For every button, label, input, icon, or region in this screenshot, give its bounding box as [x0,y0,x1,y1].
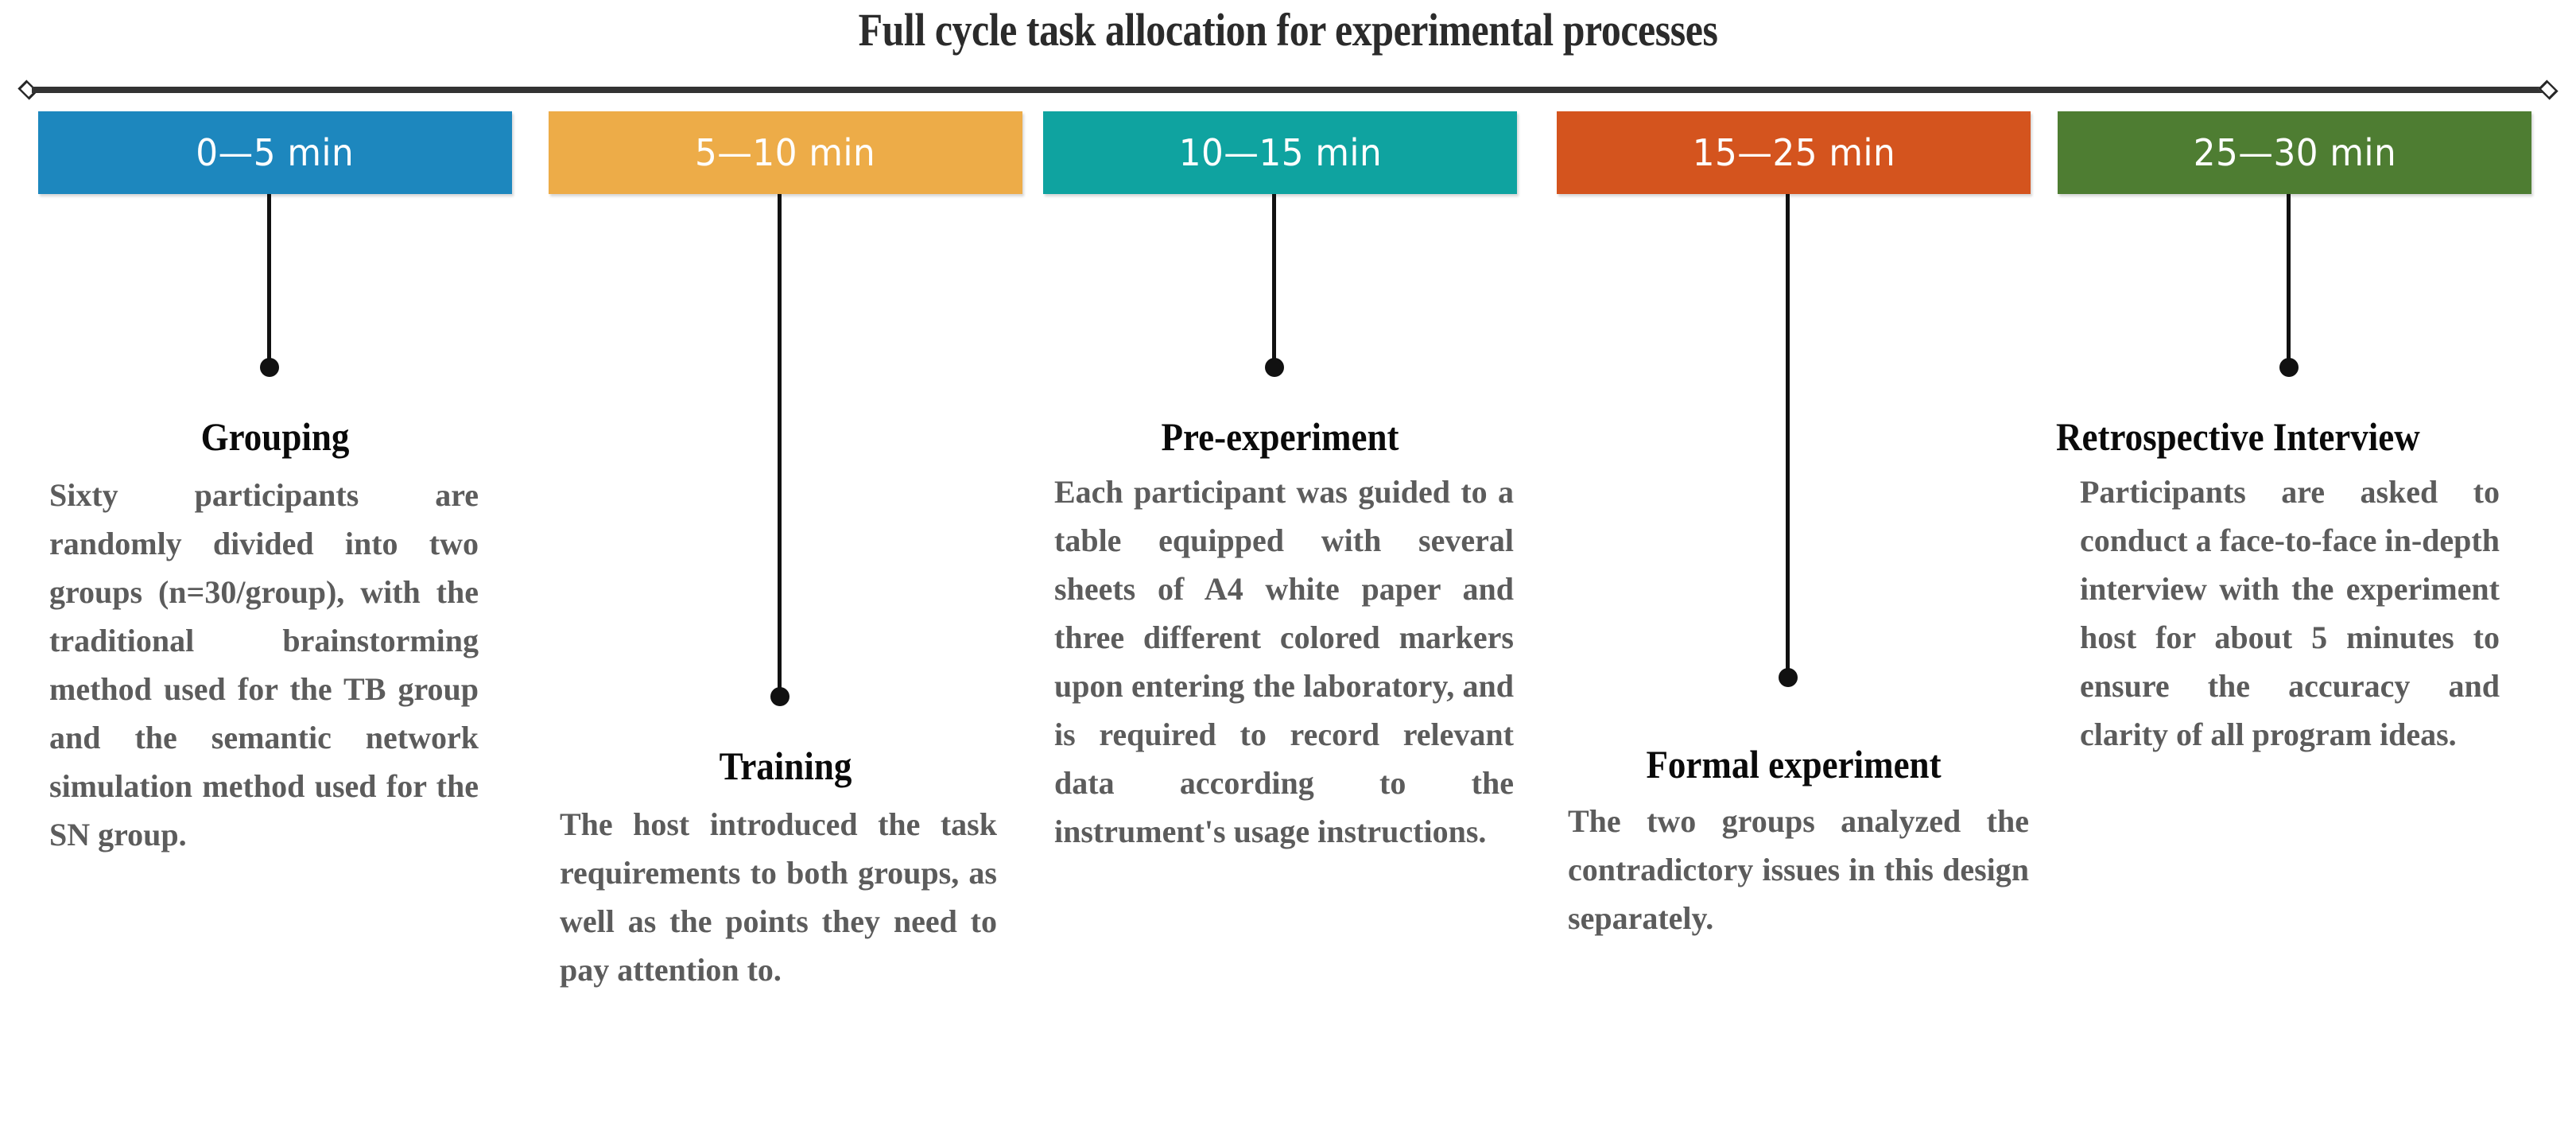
phase-time-label-5: 25—30 min [2193,131,2396,174]
phase-bar-3[interactable]: 10—15 min [1043,111,1517,194]
phase-dot-1 [260,358,279,377]
phase-heading-5: Retrospective Interview [2056,414,2420,459]
phase-body-1: Sixty participants are randomly divided … [49,477,479,852]
phase-body-2: The host introduced the task requirement… [560,806,997,988]
phase-time-label-3: 10—15 min [1178,131,1382,174]
axis-line [32,87,2544,93]
timeline-axis [14,80,2562,100]
phase-bar-4[interactable]: 15—25 min [1557,111,2031,194]
phase-column-1: 0—5 min Grouping Sixty participants are … [38,111,512,852]
page-title: Full cycle task allocation for experimen… [858,4,1718,56]
phase-column-2: 5—10 min Training The host introduced th… [549,111,1022,988]
phase-heading-1: Grouping [200,414,350,459]
phase-time-label-4: 15—25 min [1692,131,1895,174]
phase-time-label-2: 5—10 min [695,131,876,174]
phase-bar-5[interactable]: 25—30 min [2058,111,2531,194]
phase-column-4: 15—25 min Formal experiment The two grou… [1557,111,2031,936]
phase-dot-3 [1265,358,1284,377]
phase-columns: 0—5 min Grouping Sixty participants are … [0,111,2576,1134]
phase-dot-4 [1779,668,1798,687]
phase-dot-2 [770,687,789,706]
phase-body-3: Each participant was guided to a table e… [1054,474,1514,849]
axis-right-diamond-icon [2538,80,2559,100]
phase-bar-2[interactable]: 5—10 min [549,111,1022,194]
phase-body-4: The two groups analyzed the contradictor… [1568,803,2029,936]
phase-column-3: 10—15 min Pre-experiment Each participan… [1043,111,1517,849]
phase-connector-2 [778,194,782,697]
phase-body-5: Participants are asked to conduct a face… [2080,474,2500,752]
phase-time-label-1: 0—5 min [196,131,355,174]
phase-heading-4: Formal experiment [1646,742,1942,786]
phase-bar-1[interactable]: 0—5 min [38,111,512,194]
phase-heading-3: Pre-experiment [1161,414,1399,459]
phase-dot-5 [2279,358,2299,377]
phase-heading-2: Training [719,744,852,788]
phase-connector-1 [267,194,271,367]
phase-connector-4 [1786,194,1790,678]
phase-connector-3 [1272,194,1276,367]
phase-connector-5 [2287,194,2291,367]
phase-column-5: 25—30 min Retrospective Interview Partic… [2056,111,2531,752]
